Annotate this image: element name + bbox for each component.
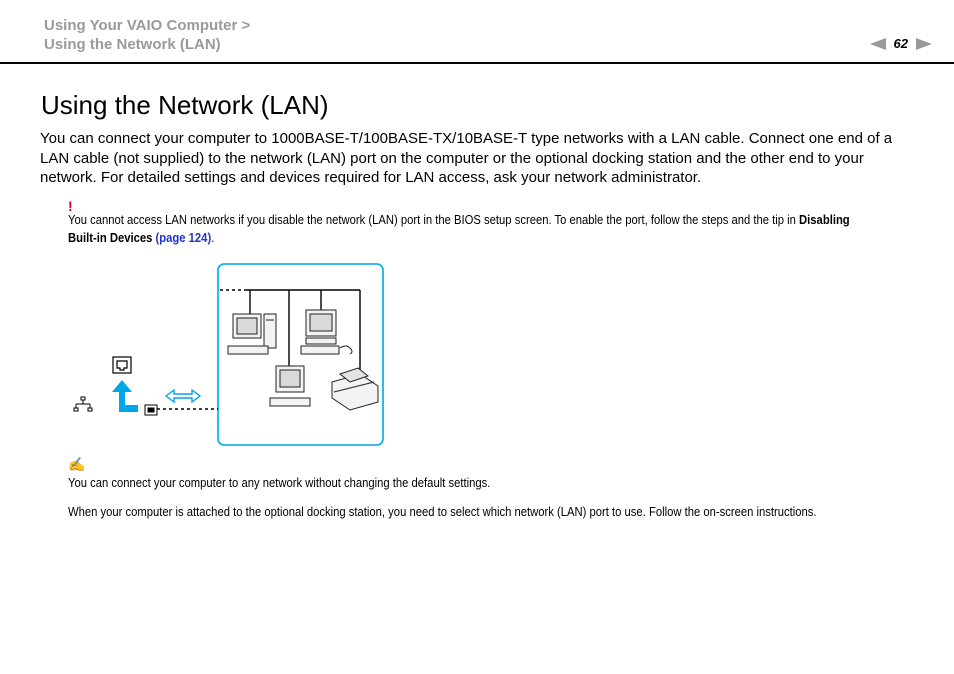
note-text-2: When your computer is attached to the op… bbox=[68, 505, 817, 519]
warning-text-end: . bbox=[211, 231, 215, 245]
page-124-link[interactable]: (page 124) bbox=[155, 231, 212, 245]
warning-text-main: You cannot access LAN networks if you di… bbox=[68, 213, 800, 227]
lan-socket-icon bbox=[112, 356, 132, 374]
lan-connection-diagram bbox=[73, 263, 384, 446]
desktop-computer-icon bbox=[300, 309, 353, 355]
header-divider bbox=[0, 62, 954, 64]
previous-page-arrow-icon[interactable] bbox=[869, 37, 886, 50]
note-pencil-icon: ✍ bbox=[68, 456, 86, 472]
intro-paragraph: You can connect your computer to 1000BAS… bbox=[40, 130, 893, 186]
network-port-icon bbox=[73, 396, 93, 412]
warning-icon: ! bbox=[68, 198, 73, 214]
lan-cable-plug-icon bbox=[144, 404, 158, 416]
page-title: Using the Network (LAN) bbox=[41, 90, 329, 120]
breadcrumb-parent[interactable]: Using Your VAIO Computer > bbox=[44, 17, 251, 34]
warning-text: You cannot access LAN networks if you di… bbox=[68, 211, 878, 247]
desktop-computer-icon bbox=[269, 365, 311, 407]
next-page-arrow-icon[interactable] bbox=[916, 37, 932, 50]
breadcrumb-current: Using the Network (LAN) bbox=[44, 36, 221, 53]
breadcrumb: Using Your VAIO Computer > Using the Net… bbox=[44, 16, 250, 54]
page-navigator: 62 bbox=[869, 36, 932, 51]
printer-icon bbox=[331, 367, 379, 411]
warning-bold-text: Disabling Built-in Devices bbox=[68, 213, 850, 245]
note-text-1: You can connect your computer to any net… bbox=[68, 476, 491, 490]
connection-arrow-icon bbox=[112, 380, 138, 412]
page-number: 62 bbox=[893, 36, 908, 51]
desktop-computer-icon bbox=[227, 313, 277, 355]
